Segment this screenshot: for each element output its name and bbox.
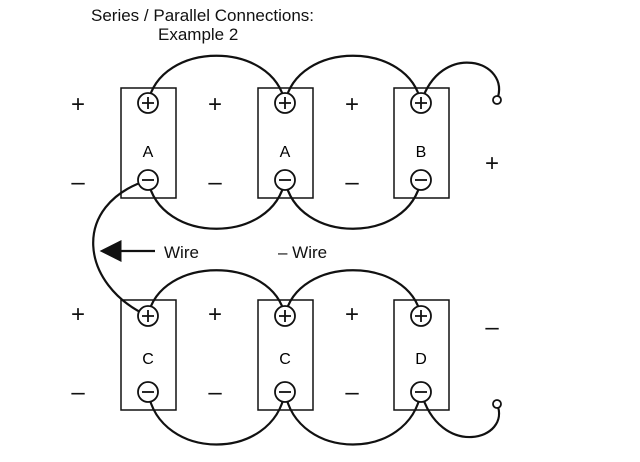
battery-bottom-1: C: [120, 299, 177, 411]
minus-sign-label: –: [71, 169, 85, 196]
wire-output-positive-lead: [419, 61, 501, 104]
plus-sign-label: +: [345, 91, 359, 118]
battery-label: B: [416, 144, 427, 161]
wire-series-link: [92, 178, 149, 318]
wire-top-positive-arc-1: [146, 54, 287, 104]
diagram-title-line2: Example 2: [158, 25, 239, 44]
battery-label: D: [415, 351, 427, 368]
wire-left-label: Wire: [164, 243, 199, 262]
battery-label: C: [142, 351, 154, 368]
output-negative-label: –: [485, 314, 499, 341]
plus-sign-label: +: [208, 301, 222, 328]
minus-sign-label: –: [71, 379, 85, 406]
wire-top-negative-arc-2: [283, 179, 423, 230]
wire-bottom-positive-arc-2: [283, 269, 423, 317]
wire-middle-label: – Wire: [278, 243, 327, 262]
wire-bottom-positive-arc-1: [146, 269, 287, 317]
plus-sign-label: +: [208, 91, 222, 118]
terminal-glyphs: [142, 97, 427, 393]
wires: [92, 54, 501, 446]
diagram-title-line1: Series / Parallel Connections:: [91, 6, 315, 25]
plus-sign-label: +: [345, 301, 359, 328]
minus-sign-label: –: [345, 379, 359, 406]
plus-sign-label: +: [71, 301, 85, 328]
output-positive-ring-icon: [492, 95, 502, 105]
battery-label: A: [143, 144, 154, 161]
wire-top-negative-arc-1: [146, 179, 287, 230]
output-positive-label: +: [485, 150, 499, 177]
output-negative-ring-icon: [492, 399, 502, 409]
wire-top-positive-arc-2: [283, 54, 423, 104]
polarity-signs: + + + – – – + + + – – – + –: [71, 91, 499, 406]
battery-label: C: [279, 351, 291, 368]
wire-bottom-negative-arc-1: [146, 391, 287, 446]
wire-output-negative-lead: [419, 391, 501, 439]
minus-sign-label: –: [345, 169, 359, 196]
wire-bottom-negative-arc-2: [283, 391, 423, 446]
minus-sign-label: –: [208, 379, 222, 406]
plus-sign-label: +: [71, 91, 85, 118]
battery-label: A: [280, 144, 291, 161]
minus-sign-label: –: [208, 169, 222, 196]
